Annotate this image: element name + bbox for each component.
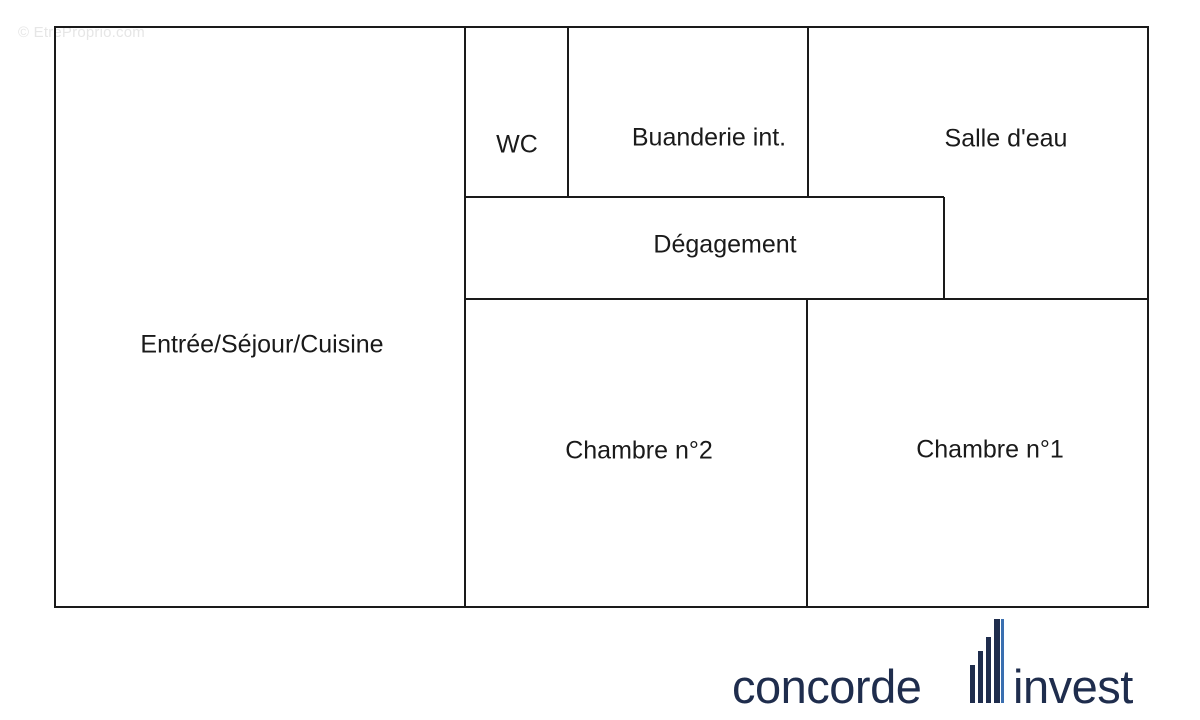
room-label-wc: WC [496, 130, 538, 159]
logo-word-right: invest [1013, 660, 1133, 713]
watermark-text: © EtreProprio.com [18, 24, 145, 41]
room-label-hallway: Dégagement [653, 230, 797, 259]
room-label-bedroom-1: Chambre n°1 [916, 435, 1064, 464]
outer-wall [54, 26, 1149, 608]
room-label-shower-room: Salle d'eau [944, 124, 1068, 153]
room-label-living: Entrée/Séjour/Cuisine [140, 330, 384, 359]
company-logo: concorde invest [732, 615, 1172, 715]
city-skyline-bars-icon [970, 619, 1004, 703]
logo-word-left: concorde [732, 660, 922, 713]
room-label-bedroom-2: Chambre n°2 [565, 436, 713, 465]
room-label-laundry: Buanderie int. [631, 123, 787, 152]
